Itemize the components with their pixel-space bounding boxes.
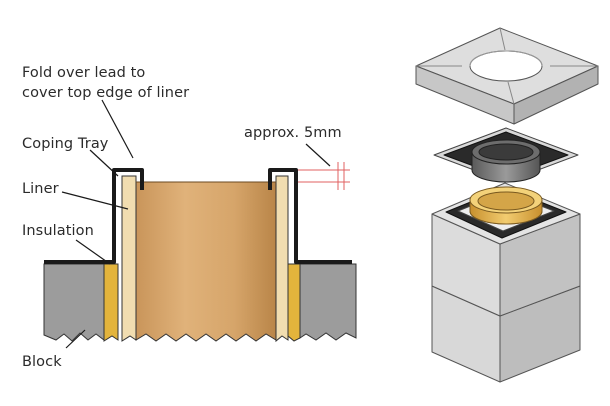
- leader-block: [65, 329, 86, 349]
- label-fold-line2: cover top edge of liner: [22, 85, 190, 101]
- label-fold-line1: Fold over lead to: [22, 65, 146, 81]
- liner-body: [135, 181, 277, 342]
- label-coping-tray: Coping Tray: [22, 136, 109, 152]
- label-liner: Liner: [22, 181, 59, 197]
- block-left: [43, 263, 105, 342]
- leader-approx: [305, 143, 331, 167]
- label-block: Block: [22, 354, 62, 370]
- exploded-view: [415, 27, 599, 383]
- dimension-5mm: [298, 162, 350, 190]
- liner-wall-right: [275, 175, 289, 343]
- block-right: [299, 263, 357, 341]
- leader-fold: [101, 99, 134, 159]
- insulation-left: [103, 263, 119, 342]
- leader-insulation: [75, 239, 111, 265]
- lead-coping-tray-left: [44, 168, 144, 264]
- label-insulation: Insulation: [22, 223, 94, 239]
- label-approx-5mm: approx. 5mm: [244, 125, 342, 141]
- leader-liner: [61, 191, 129, 210]
- leader-coping: [89, 149, 119, 177]
- insulation-right: [287, 263, 301, 342]
- cross-section: [43, 99, 357, 349]
- lead-coping-tray-right: [268, 168, 352, 264]
- liner-wall-left: [121, 175, 137, 342]
